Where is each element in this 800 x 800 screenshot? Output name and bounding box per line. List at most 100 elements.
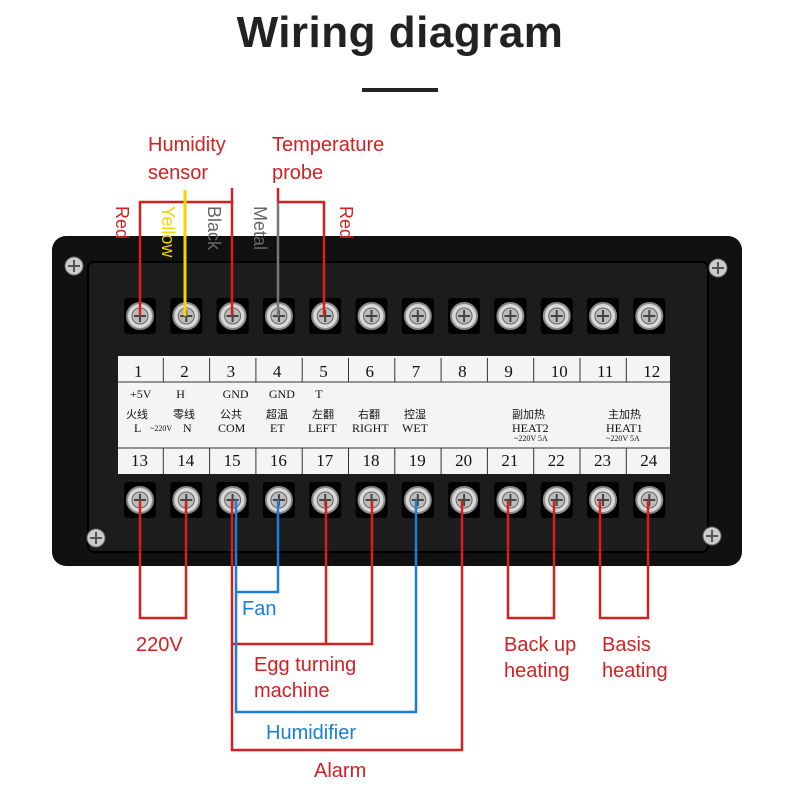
label-com-en: COM xyxy=(218,421,246,435)
title-underline xyxy=(362,88,438,92)
terminal-screw-23 xyxy=(587,482,619,518)
terminal-number-12: 12 xyxy=(643,362,660,381)
terminal-screw-8 xyxy=(448,298,481,334)
label-heat1-en: HEAT1 xyxy=(606,421,643,435)
label-left-cn: 左翻 xyxy=(312,407,334,421)
bottom-terminal-screws xyxy=(124,482,666,518)
basis-heating-label-line2: heating xyxy=(602,660,668,682)
terminal-screw-21 xyxy=(494,482,527,518)
temperature-probe-label-line2: probe xyxy=(272,162,324,184)
terminal-signal-4: GND xyxy=(269,387,295,401)
terminal-screw-19 xyxy=(401,482,434,518)
bottom-wires xyxy=(138,500,650,752)
label-l-cn: 火线 xyxy=(126,407,148,421)
top-wires xyxy=(138,188,326,316)
terminal-screw-18 xyxy=(355,482,388,518)
terminal-number-24: 24 xyxy=(640,451,658,470)
label-wet-cn: 控湿 xyxy=(404,407,426,421)
terminal-number-7: 7 xyxy=(412,362,421,381)
humidity-sensor-label-line2: sensor xyxy=(148,162,209,184)
terminal-number-13: 13 xyxy=(131,451,148,470)
basis-heating-label-line1: Basis xyxy=(602,634,651,656)
wire-alarm xyxy=(230,500,464,752)
label-heat1-note: ~220V 5A xyxy=(606,434,640,443)
label-heat2-en: HEAT2 xyxy=(512,421,549,435)
label-et-cn: 超温 xyxy=(266,407,288,421)
terminal-signal-5: T xyxy=(315,387,323,401)
terminal-screw-10 xyxy=(540,298,573,334)
terminal-number-8: 8 xyxy=(458,362,467,381)
label-left-en: LEFT xyxy=(308,421,337,435)
terminal-number-4: 4 xyxy=(273,362,282,381)
terminal-number-23: 23 xyxy=(594,451,611,470)
terminal-screw-6 xyxy=(355,298,388,334)
terminal-number-21: 21 xyxy=(501,451,518,470)
wire-color-black: Black xyxy=(204,206,224,251)
terminal-number-20: 20 xyxy=(455,451,472,470)
label-l-en: L xyxy=(134,421,141,435)
humidifier-label: Humidifier xyxy=(266,722,357,744)
label-et-en: ET xyxy=(270,421,285,435)
label-n-en: N xyxy=(183,421,192,435)
egg-turning-label-line2: machine xyxy=(254,680,330,702)
terminal-signal-3: GND xyxy=(223,387,249,401)
terminal-number-11: 11 xyxy=(597,362,613,381)
label-wet-en: WET xyxy=(402,421,429,435)
temperature-probe-label-line1: Temperature xyxy=(272,134,385,156)
label-right-en: RIGHT xyxy=(352,421,389,435)
terminal-number-1: 1 xyxy=(134,362,143,381)
label-heat2-cn: 副加热 xyxy=(512,408,545,421)
terminal-number-5: 5 xyxy=(319,362,328,381)
terminal-number-16: 16 xyxy=(270,451,287,470)
terminal-signal-1: +5V xyxy=(130,387,152,401)
humidity-sensor-label-line1: Humidity xyxy=(148,134,226,156)
backup-heating-label-line1: Back up xyxy=(504,634,577,656)
fan-label: Fan xyxy=(242,598,277,620)
egg-turning-label-line1: Egg turning xyxy=(254,654,357,676)
terminal-number-6: 6 xyxy=(366,362,375,381)
label-right-cn: 右翻 xyxy=(358,407,380,421)
backup-heating-label-line2: heating xyxy=(504,660,570,682)
wire-red-2 xyxy=(278,200,326,316)
terminal-screw-20 xyxy=(448,482,481,518)
page-title: Wiring diagram xyxy=(236,8,564,57)
wire-color-red-1: Red xyxy=(112,206,132,240)
wire-humidifier xyxy=(234,500,418,714)
terminal-screw-7 xyxy=(401,298,434,334)
terminal-screw-12 xyxy=(633,298,666,334)
corner-screws xyxy=(64,256,728,548)
wire-backup xyxy=(506,500,556,620)
wire-220v xyxy=(138,500,188,620)
wire-basis xyxy=(598,500,650,620)
terminal-number-17: 17 xyxy=(316,451,334,470)
terminal-number-3: 3 xyxy=(227,362,236,381)
terminal-number-18: 18 xyxy=(363,451,380,470)
top-terminal-screws xyxy=(124,298,666,334)
terminal-screw-9 xyxy=(494,298,527,334)
bottom-strip-labels: 火线 L 零线 N ~220V 公共 COM 超温 ET 左翻 LEFT 右翻 … xyxy=(126,407,643,443)
wire-color-yellow: Yellow xyxy=(158,206,178,258)
terminal-number-15: 15 xyxy=(224,451,241,470)
label-com-cn: 公共 xyxy=(220,408,242,421)
terminal-number-9: 9 xyxy=(504,362,513,381)
terminal-signal-2: H xyxy=(176,387,185,401)
220v-label: 220V xyxy=(136,634,183,656)
terminal-screw-24 xyxy=(633,482,666,518)
wire-fan xyxy=(236,500,280,594)
terminal-label-strip xyxy=(118,356,670,474)
label-heat1-cn: 主加热 xyxy=(608,408,641,421)
wire-com-egg xyxy=(230,500,374,646)
alarm-label: Alarm xyxy=(314,760,367,782)
terminal-number-14: 14 xyxy=(177,451,195,470)
terminal-number-19: 19 xyxy=(409,451,426,470)
label-n-cn: 零线 xyxy=(173,407,195,421)
label-heat2-note: ~220V 5A xyxy=(514,434,548,443)
terminal-screw-11 xyxy=(587,298,619,334)
bottom-terminal-numbers: 13 14 15 16 17 18 19 20 21 22 23 24 xyxy=(131,448,658,474)
terminal-screw-22 xyxy=(540,482,573,518)
wire-color-metal: Metal xyxy=(250,206,270,251)
terminal-number-22: 22 xyxy=(548,451,565,470)
terminal-number-2: 2 xyxy=(180,362,189,381)
